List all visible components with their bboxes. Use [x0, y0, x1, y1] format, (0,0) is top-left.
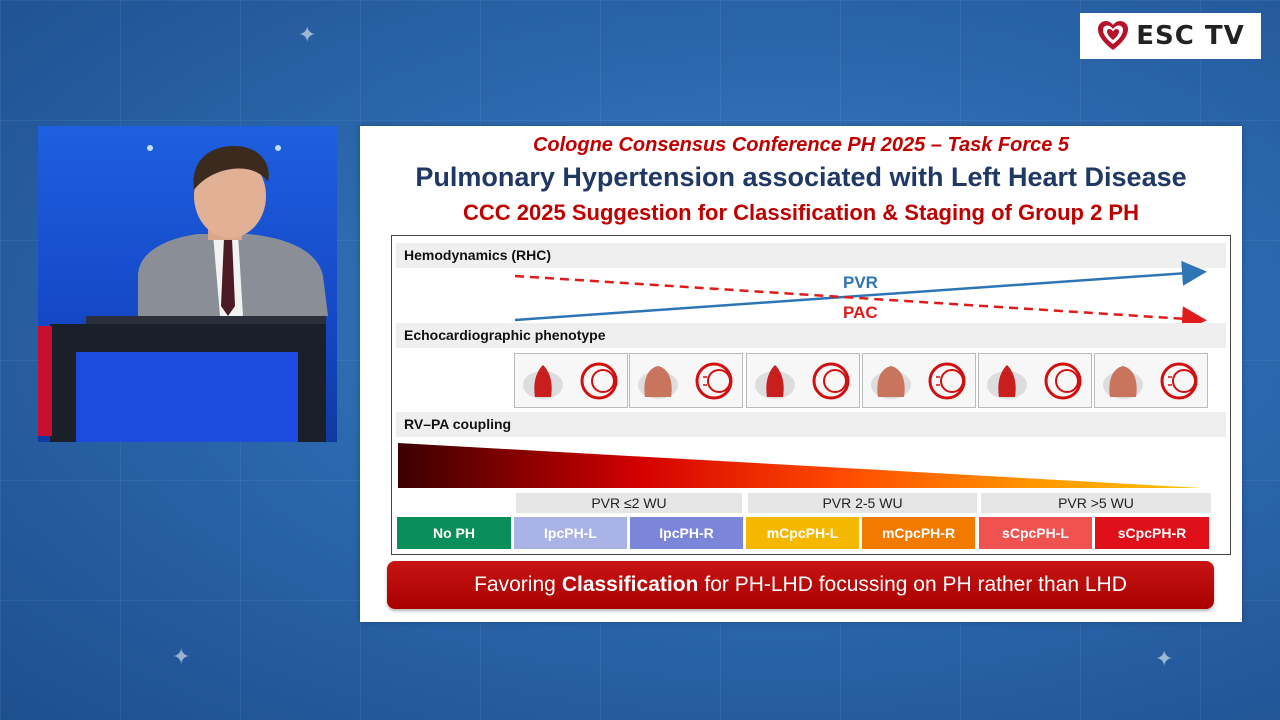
- logo-text: ESC TV: [1136, 21, 1245, 51]
- row-coupling: RV–PA coupling: [396, 412, 1226, 437]
- rv-short-axis-image: [812, 362, 850, 399]
- rv-apical-image: [1103, 365, 1143, 399]
- slide-subtitle: CCC 2025 Suggestion for Classification &…: [463, 200, 1139, 225]
- stage-ipcph-r: IpcPH-R: [630, 517, 743, 549]
- slide-title: Pulmonary Hypertension associated with L…: [415, 162, 1187, 192]
- presentation-slide: Cologne Consensus Conference PH 2025 – T…: [360, 126, 1242, 622]
- banner-text-pre: Favoring: [474, 573, 556, 596]
- rv-short-axis-image: [1160, 362, 1198, 399]
- pvr-arrow: [514, 260, 1207, 322]
- rv-apical-image: [987, 364, 1027, 399]
- sparkle-icon: ✦: [1155, 646, 1174, 671]
- stage-mcpcph-l: mCpcPH-L: [746, 517, 859, 549]
- echo-image-box: [1094, 353, 1208, 408]
- sparkle-icon: ✦: [172, 644, 191, 669]
- rv-short-axis-image: [695, 362, 733, 399]
- rv-short-axis-image: [928, 362, 966, 399]
- sparkle-icon: ✦: [298, 22, 317, 47]
- pvr-pac-arrows: [514, 260, 1207, 332]
- row-hemodynamics: Hemodynamics (RHC): [396, 243, 1226, 268]
- rv-short-axis-image: [1044, 362, 1082, 399]
- rv-apical-image: [755, 364, 795, 399]
- pvr-category: PVR >5 WU: [981, 493, 1211, 513]
- rv-apical-image: [523, 364, 563, 399]
- stage-scpcph-l: sCpcPH-L: [979, 517, 1092, 549]
- pvr-label: PVR: [843, 273, 878, 292]
- banner-text-post: for PH-LHD focussing on PH rather than L…: [704, 573, 1127, 596]
- classification-panel: Hemodynamics (RHC) PVR PAC Echocardiogra…: [391, 235, 1231, 555]
- red-accent-bar: [38, 326, 52, 436]
- pvr-category: PVR 2-5 WU: [748, 493, 977, 513]
- echo-image-box: [746, 353, 860, 408]
- esc-tv-logo: ESC TV: [1080, 13, 1261, 59]
- stage-scpcph-r: sCpcPH-R: [1095, 517, 1209, 549]
- banner-text-bold: Classification: [561, 573, 699, 596]
- pac-label: PAC: [843, 303, 878, 322]
- heart-icon: [1098, 21, 1129, 50]
- echo-image-box: [862, 353, 976, 408]
- echo-image-box: [629, 353, 743, 408]
- rv-short-axis-image: [580, 362, 618, 399]
- echo-image-box: [514, 353, 628, 408]
- slide-kicker: Cologne Consensus Conference PH 2025 – T…: [532, 134, 1070, 156]
- stage-ipcph-l: IpcPH-L: [514, 517, 627, 549]
- speaker-video: [38, 126, 337, 442]
- row-echo: Echocardiographic phenotype: [396, 323, 1226, 348]
- rv-pa-coupling-gradient: [398, 443, 1202, 488]
- conclusion-banner: Favoring Classification for PH-LHD focus…: [387, 561, 1214, 609]
- stage-mcpcph-r: mCpcPH-R: [862, 517, 975, 549]
- pvr-category: PVR ≤2 WU: [516, 493, 742, 513]
- rv-apical-image: [638, 365, 678, 399]
- echo-image-box: [978, 353, 1092, 408]
- speaker-illustration: [50, 145, 328, 442]
- pac-arrow: [514, 274, 1207, 332]
- stage-no-ph: No PH: [397, 517, 511, 549]
- rv-apical-image: [871, 365, 911, 399]
